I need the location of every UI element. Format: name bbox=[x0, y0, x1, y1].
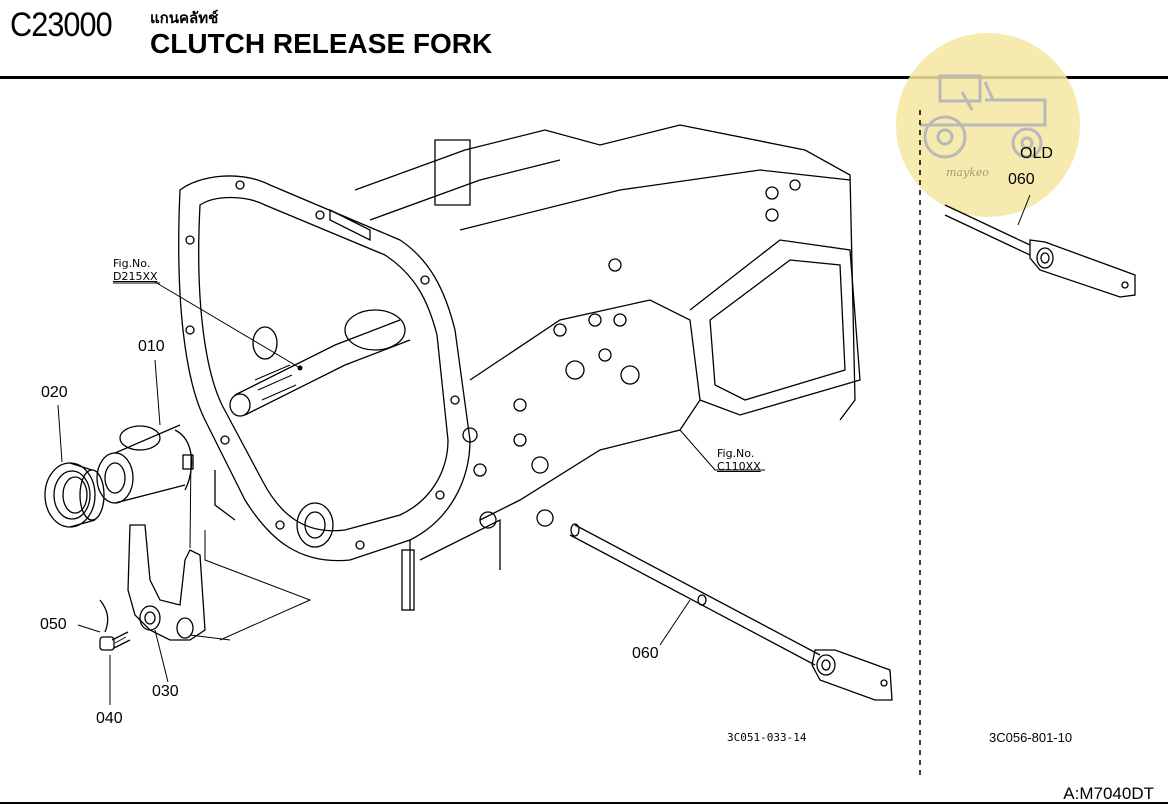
old-release-shaft-060 bbox=[944, 204, 1136, 298]
tractor-icon bbox=[920, 74, 1047, 159]
header-rule bbox=[0, 76, 1168, 79]
fig-ref-code: C110XX bbox=[717, 460, 761, 473]
callout-030: 030 bbox=[152, 683, 179, 700]
fig-ref-c110xx[interactable]: Fig.No. C110XX bbox=[717, 447, 761, 473]
watermark-text: maykeo bbox=[946, 166, 990, 179]
callout-020: 020 bbox=[41, 384, 68, 401]
callout-060: 060 bbox=[632, 645, 659, 662]
page-title: CLUTCH RELEASE FORK bbox=[150, 28, 493, 59]
drawing-number-inset: 3C056-801-10 bbox=[989, 730, 1073, 745]
transmission-case bbox=[178, 124, 861, 611]
model-code: A:M7040DT bbox=[1063, 784, 1154, 803]
footer-rule bbox=[0, 802, 1168, 804]
callout-060-old: 060 bbox=[1008, 171, 1035, 188]
section-code: C23000 bbox=[10, 6, 113, 44]
callout-010: 010 bbox=[138, 338, 165, 355]
callout-040: 040 bbox=[96, 710, 123, 727]
title-thai: แกนคลัทช์ bbox=[150, 9, 219, 27]
leader-lines bbox=[57, 194, 1031, 705]
fig-ref-label: Fig.No. bbox=[113, 257, 151, 270]
fig-ref-label: Fig.No. bbox=[717, 447, 755, 460]
drawing-number-main: 3C051-033-14 bbox=[727, 731, 807, 744]
fig-ref-d215xx[interactable]: Fig.No. D215XX bbox=[113, 257, 158, 283]
release-bearing-020 bbox=[44, 462, 105, 528]
release-sleeve-010 bbox=[96, 424, 194, 504]
callout-old: OLD bbox=[1020, 145, 1053, 162]
release-shaft-060 bbox=[569, 523, 893, 701]
release-fork-030 bbox=[127, 524, 206, 641]
callout-050: 050 bbox=[40, 616, 67, 633]
fig-ref-code: D215XX bbox=[113, 270, 158, 283]
bolt-040 bbox=[99, 599, 131, 651]
